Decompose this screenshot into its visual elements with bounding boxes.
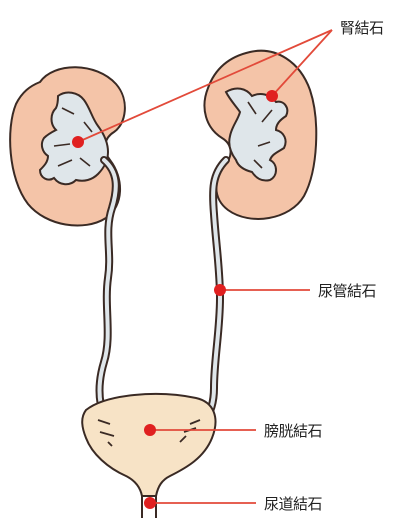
bladder-body (82, 394, 215, 496)
right-kidney-stone-dot (266, 90, 278, 102)
right-kidney (204, 51, 316, 219)
bladder-stone-label: 膀胱結石 (264, 422, 323, 440)
urethra-stone-dot (144, 497, 156, 509)
ureter-stone-label: 尿管結石 (318, 282, 377, 300)
left-kidney (10, 67, 125, 225)
left-kidney-stone-dot (72, 136, 84, 148)
ureter-stone-dot (214, 284, 226, 296)
kidney-stone-label: 腎結石 (340, 19, 384, 37)
bladder-stone-dot (144, 424, 156, 436)
urethra-stone-label: 尿道結石 (264, 495, 323, 513)
